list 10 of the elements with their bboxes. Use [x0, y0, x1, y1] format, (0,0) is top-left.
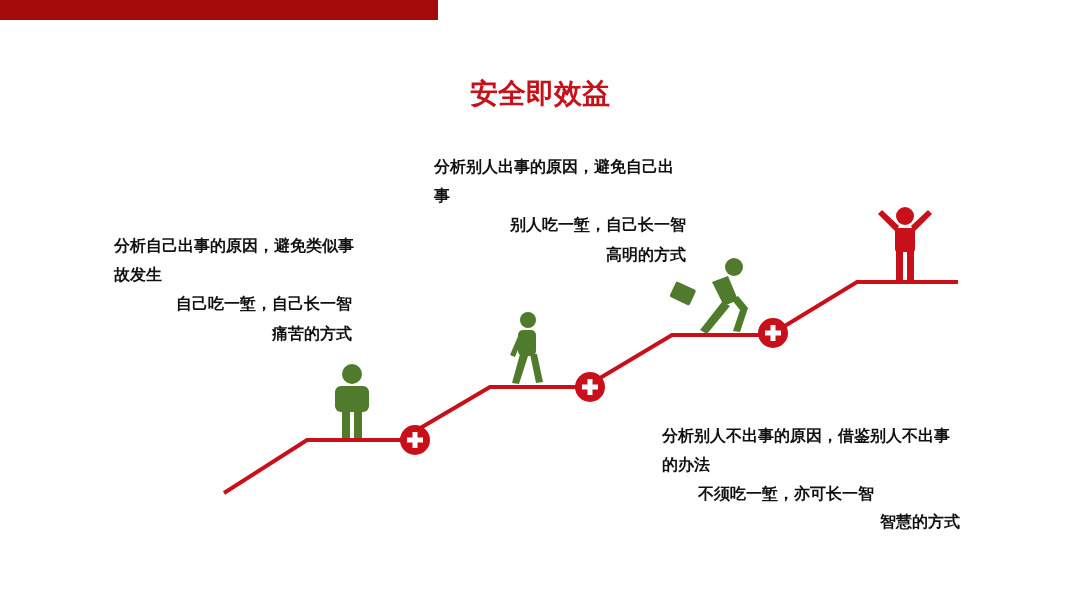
method-text: 高明的方式 — [605, 244, 686, 266]
description-text: 分析别人出事的原因，避免自己出事 — [434, 156, 674, 207]
description-text: 分析别人不出事的原因，借鉴别人不出事的办法 — [662, 425, 951, 476]
saying-text: 自己吃一堑，自己长一智 — [175, 293, 352, 315]
saying-text: 别人吃一堑，自己长一智 — [509, 214, 686, 236]
saying-text: 不须吃一堑，亦可长一智 — [697, 483, 874, 505]
title: 安全即效益 — [469, 76, 611, 112]
method-text: 痛苦的方式 — [271, 323, 352, 345]
description-text: 分析自己出事的原因，避免类似事故发生 — [114, 235, 354, 286]
method-text: 智慧的方式 — [879, 511, 960, 533]
